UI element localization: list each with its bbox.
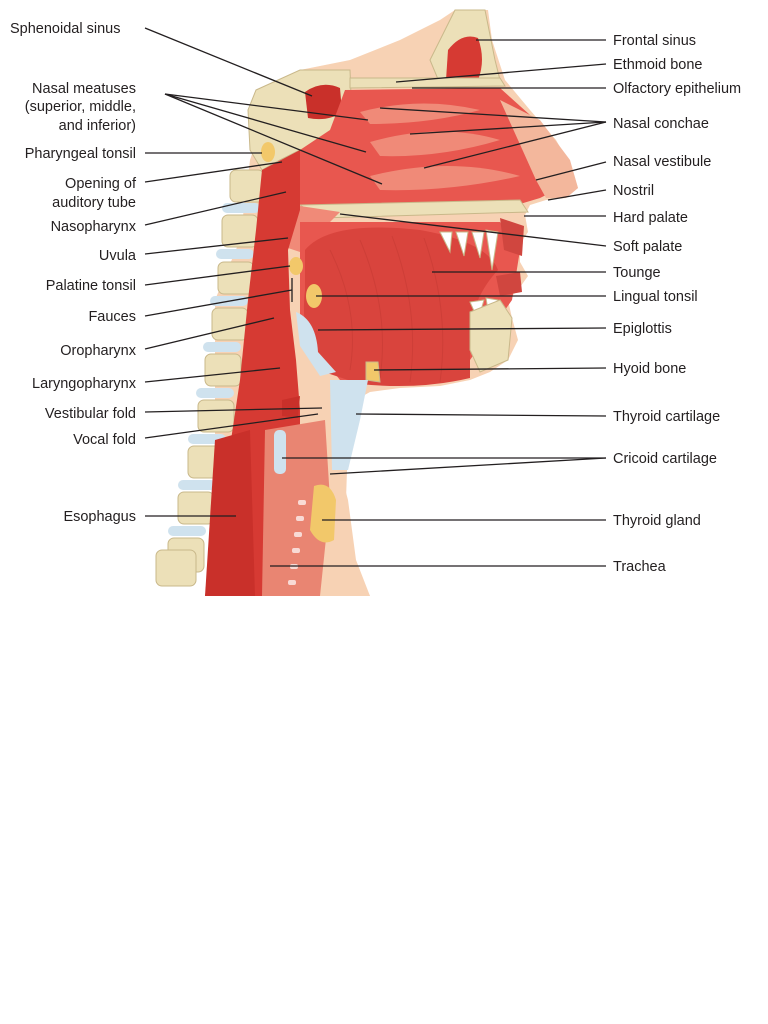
labels-right: Frontal sinus Ethmoid bone Olfactory epi…	[613, 33, 741, 575]
nose-tip	[500, 100, 578, 198]
label-hyoid-bone: Hyoid bone	[613, 361, 686, 377]
leader-epiglottis	[317, 327, 607, 331]
mandible	[469, 299, 513, 373]
label-thyroid-cartilage: Thyroid cartilage	[613, 409, 720, 425]
pharyngeal-tonsil-shape	[261, 142, 275, 162]
label-pharyngeal-tonsil: Pharyngeal tonsil	[25, 146, 136, 162]
leader-thyroid-cartilage	[355, 413, 607, 417]
lower-lip	[496, 272, 522, 296]
leader-soft-palate	[339, 213, 607, 247]
label-opening-auditory-tube: Opening of	[65, 176, 137, 192]
label-nostril: Nostril	[613, 183, 654, 199]
thyroid-cartilage-shape	[330, 380, 368, 470]
leader-uvula	[144, 237, 289, 255]
vocal-folds-shape	[282, 396, 300, 418]
leader-fauces	[144, 289, 293, 317]
palatine-tonsil-shape	[289, 257, 303, 275]
label-nasal-vestibule: Nasal vestibule	[613, 154, 711, 170]
label-epiglottis: Epiglottis	[613, 321, 672, 337]
epiglottis-shape	[296, 312, 336, 376]
label-laryngopharynx: Laryngopharynx	[32, 376, 137, 392]
leader-nasal-meatus-inferior	[164, 93, 383, 185]
label-nasal-conchae: Nasal conchae	[613, 116, 709, 132]
leader-nasal-vestibule	[535, 161, 607, 181]
leader-nasal-meatus-middle	[164, 93, 367, 153]
leader-palatine-tonsil	[144, 265, 291, 286]
label-nasal-meatuses-line2: (superior, middle,	[25, 99, 136, 115]
leader-lines	[144, 27, 607, 567]
cervical-spine	[155, 169, 265, 587]
label-trachea: Trachea	[613, 559, 667, 575]
leader-cricoid-cartilage-b	[329, 457, 607, 475]
label-palatine-tonsil: Palatine tonsil	[46, 278, 136, 294]
label-nasal-meatuses: Nasal meatuses	[32, 81, 136, 97]
leader-vocal-fold	[144, 413, 319, 439]
upper-lip	[500, 218, 524, 256]
label-uvula: Uvula	[99, 248, 137, 264]
leader-nasopharynx	[144, 191, 287, 226]
nasal-conchae-shapes	[360, 103, 520, 191]
label-opening-auditory-tube-line2: auditory tube	[52, 195, 136, 211]
label-nasopharynx: Nasopharynx	[51, 219, 137, 235]
label-nasal-meatuses-line3: and inferior)	[59, 118, 136, 134]
label-hard-palate: Hard palate	[613, 210, 688, 226]
lingual-tonsil-shape	[306, 284, 322, 308]
label-vocal-fold: Vocal fold	[73, 432, 136, 448]
sphenoidal-sinus-cavity	[305, 84, 342, 120]
label-fauces: Fauces	[88, 309, 136, 325]
leader-nasal-conchae-superior	[379, 107, 607, 123]
tongue-shape	[303, 227, 498, 386]
label-sphenoidal-sinus: Sphenoidal sinus	[10, 21, 120, 37]
label-frontal-sinus: Frontal sinus	[613, 33, 696, 49]
labels-left: Sphenoidal sinus Nasal meatuses (superio…	[10, 21, 137, 525]
label-soft-palate: Soft palate	[613, 239, 682, 255]
label-thyroid-gland: Thyroid gland	[613, 513, 701, 529]
leader-nasal-meatus-superior	[164, 93, 369, 121]
label-cricoid-cartilage: Cricoid cartilage	[613, 451, 717, 467]
label-olfactory-epithelium: Olfactory epithelium	[613, 81, 741, 97]
leader-laryngopharynx	[144, 367, 281, 383]
label-oropharynx: Oropharynx	[60, 343, 137, 359]
hyoid-shape	[365, 361, 381, 383]
tongue-muscle-lines	[329, 235, 444, 383]
label-ethmoid-bone: Ethmoid bone	[613, 57, 702, 73]
label-tongue: Tounge	[613, 265, 661, 281]
leader-vestibular-fold	[144, 407, 323, 413]
label-lingual-tonsil: Lingual tonsil	[613, 289, 698, 305]
leader-nasal-conchae-middle	[409, 121, 607, 135]
neck-anterior	[340, 470, 370, 596]
leader-ethmoid-bone	[395, 63, 607, 83]
leader-nasal-conchae-inferior	[423, 121, 607, 169]
esophagus-shape	[205, 430, 255, 596]
cricoid-cartilage-shape	[274, 430, 286, 474]
leader-nostril	[547, 189, 607, 201]
leader-sphenoidal-sinus	[144, 27, 313, 97]
leader-oropharynx	[144, 317, 275, 350]
thyroid-gland-shape	[310, 484, 336, 543]
label-esophagus: Esophagus	[63, 509, 136, 525]
leader-hyoid-bone	[373, 367, 607, 371]
frontal-sinus-cavity	[446, 36, 482, 80]
label-vestibular-fold: Vestibular fold	[45, 406, 136, 422]
leader-opening-auditory-tube	[144, 161, 283, 183]
